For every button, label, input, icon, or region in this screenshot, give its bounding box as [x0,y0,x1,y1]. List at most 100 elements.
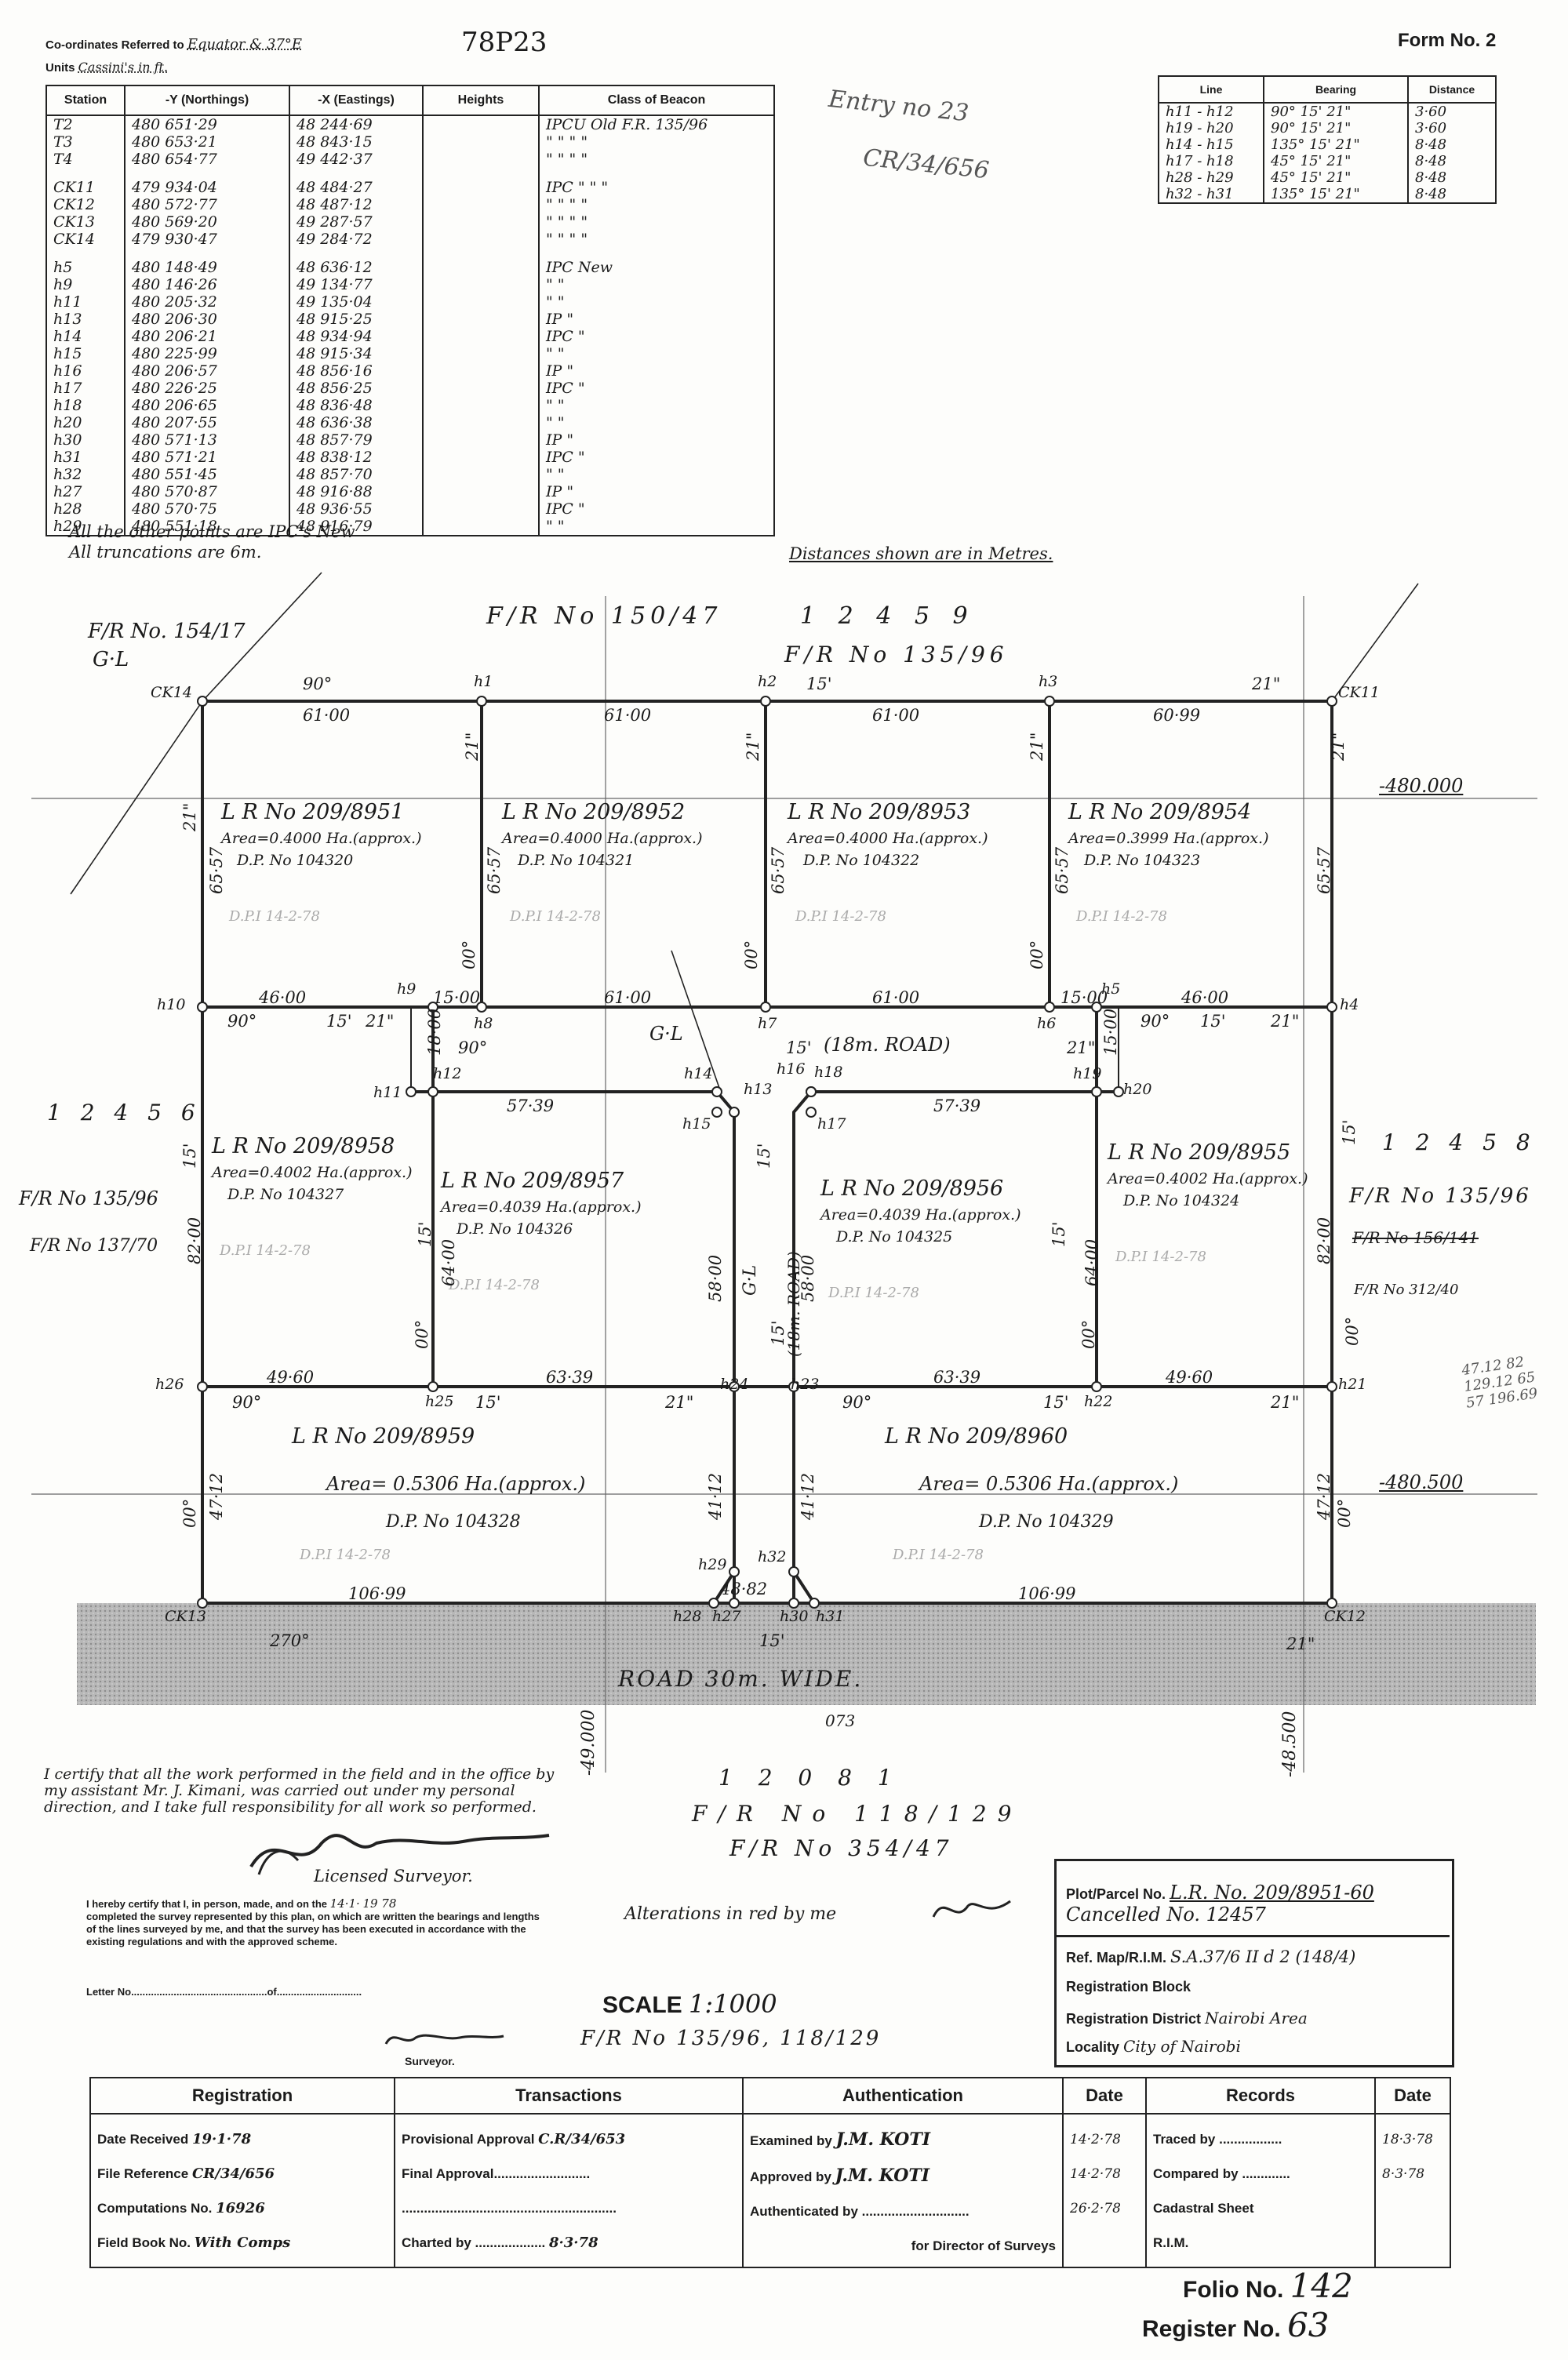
surveyor-signature [384,2034,504,2045]
beacon-h13 [729,1107,740,1118]
parcel-area: Area=0.4000 Ha.(approx.) [502,830,703,847]
rim: R.I.M. [1153,2235,1189,2250]
bearing: 135° 15' 21" [1263,136,1409,153]
beacon-label-h8: h8 [474,1015,493,1032]
compared-date: 8·3·78 [1382,2166,1425,2182]
dimension-label: 21" [1271,1393,1300,1412]
bearing: 90° 15' 21" [1263,103,1409,120]
station: h31 [45,449,126,466]
northing: 480 571·13 [124,431,290,449]
dimension-label: 00° [180,1498,199,1528]
northing: 480 225·99 [124,345,290,362]
dimension-label: 48·82 [720,1580,768,1598]
beacon-h23 [788,1381,799,1392]
easting: 48 916·88 [289,483,424,500]
alterations-signature [932,1900,1011,1918]
dimension-label: 61·00 [303,706,351,725]
beacon-h20 [1113,1086,1124,1097]
dimension-label: 21" [744,732,762,761]
beacon-class: IP " [538,483,775,500]
northing: 479 930·47 [124,231,290,248]
beacon-h2 [760,696,771,707]
dimension-label: 21" [463,732,482,761]
parcel-stamp: D.P.I 14-2-78 [300,1547,391,1563]
dimension-label: 65·57 [769,846,788,894]
height [422,414,540,431]
parcel-lr-number: L R No 209/8959 [292,1424,475,1449]
beacon-label-h3: h3 [1039,673,1058,690]
dimension-label: 21" [366,1012,395,1031]
parcel-dp-number: D.P. No 104324 [1123,1192,1240,1209]
beacon-h15 [711,1107,722,1118]
height [422,133,540,151]
plot-parcel-value: L.R. No. 209/8951-60 [1170,1882,1374,1904]
easting: 48 857·70 [289,466,424,483]
left-fr-137-70: F/R No 137/70 [30,1236,158,1256]
surveyor-label: Surveyor. [405,2055,455,2067]
scale-label: SCALE 1:1000 [602,1989,777,2019]
beacon-label-h28: h28 [673,1608,702,1625]
parcel-stamp: D.P.I 14-2-78 [828,1285,919,1301]
dimension-label: 90° [232,1393,262,1412]
northing: 480 206·30 [124,311,290,328]
station: CK13 [45,213,126,231]
parcel-lr-number: L R No 209/8955 [1108,1140,1291,1165]
beacon-label-h20: h20 [1123,1081,1152,1098]
locality-label: Locality City of Nairobi [1066,2037,1241,2056]
station: h5 [45,259,126,276]
parcel-area: Area=0.3999 Ha.(approx.) [1068,830,1269,847]
height [422,362,540,380]
beacon-ck12 [1326,1598,1337,1609]
header-date: Date [1062,2077,1147,2115]
dimension-label: 46·00 [1181,988,1229,1007]
beacon-class: " " [538,293,775,311]
provisional-approval: Provisional Approval C.R/34/653 [402,2131,626,2147]
station: h32 [45,466,126,483]
beacon-class: " " [538,276,775,293]
beacon-class: " " [538,518,775,536]
beacon-label-h26: h26 [155,1376,184,1393]
parcel-lr-number: L R No 209/8951 [221,800,405,824]
registration-table: Registration Transactions Authentication… [89,2077,1451,2268]
col-distance: Distance [1407,75,1497,104]
beacon-h29 [729,1566,740,1577]
station: h9 [45,276,126,293]
easting: 48 916·79 [289,518,424,536]
survey-date: 14·1· [329,1896,360,1911]
certificate-2-body: completed the survey represented by this… [86,1911,540,1947]
beacon-ck13 [197,1598,208,1609]
col-eastings: -X (Eastings) [289,85,424,116]
easting: 48 487·12 [289,196,424,213]
dimension-label: 15' [180,1143,199,1169]
northing: 480 205·32 [124,293,290,311]
beacon-class: IPCU Old F.R. 135/96 [538,115,775,133]
dimension-label: 00° [1343,1316,1362,1346]
parcel-stamp: D.P.I 14-2-78 [510,908,601,925]
parcel-dp-number: D.P. No 104329 [979,1512,1114,1532]
approved-date: 14·2·78 [1070,2166,1121,2182]
top-parcel-number: 1 2 4 5 9 [800,602,976,630]
dimension-label: 64·00 [439,1238,458,1286]
dimension-label: 41·12 [706,1472,725,1520]
dimension-label: 61·00 [872,706,920,725]
parcel-dp-number: D.P. No 104322 [803,852,920,869]
dimension-label: 90° [227,1012,257,1031]
dimension-label: 15' [1050,1221,1068,1248]
compared-by: Compared by ............. [1153,2166,1290,2181]
line: h32 - h31 [1158,186,1264,203]
beacon-label-h24: h24 [720,1376,749,1393]
traced-date: 18·3·78 [1382,2132,1433,2147]
beacon-label-h16: h16 [777,1060,806,1078]
northing: 480 572·77 [124,196,290,213]
station: h11 [45,293,126,311]
bearing: 45° 15' 21" [1263,169,1409,186]
units-value: Cassini's in ft. [78,60,169,75]
beacon-h5 [1091,1002,1102,1013]
beacon-class: IPC New [538,259,775,276]
